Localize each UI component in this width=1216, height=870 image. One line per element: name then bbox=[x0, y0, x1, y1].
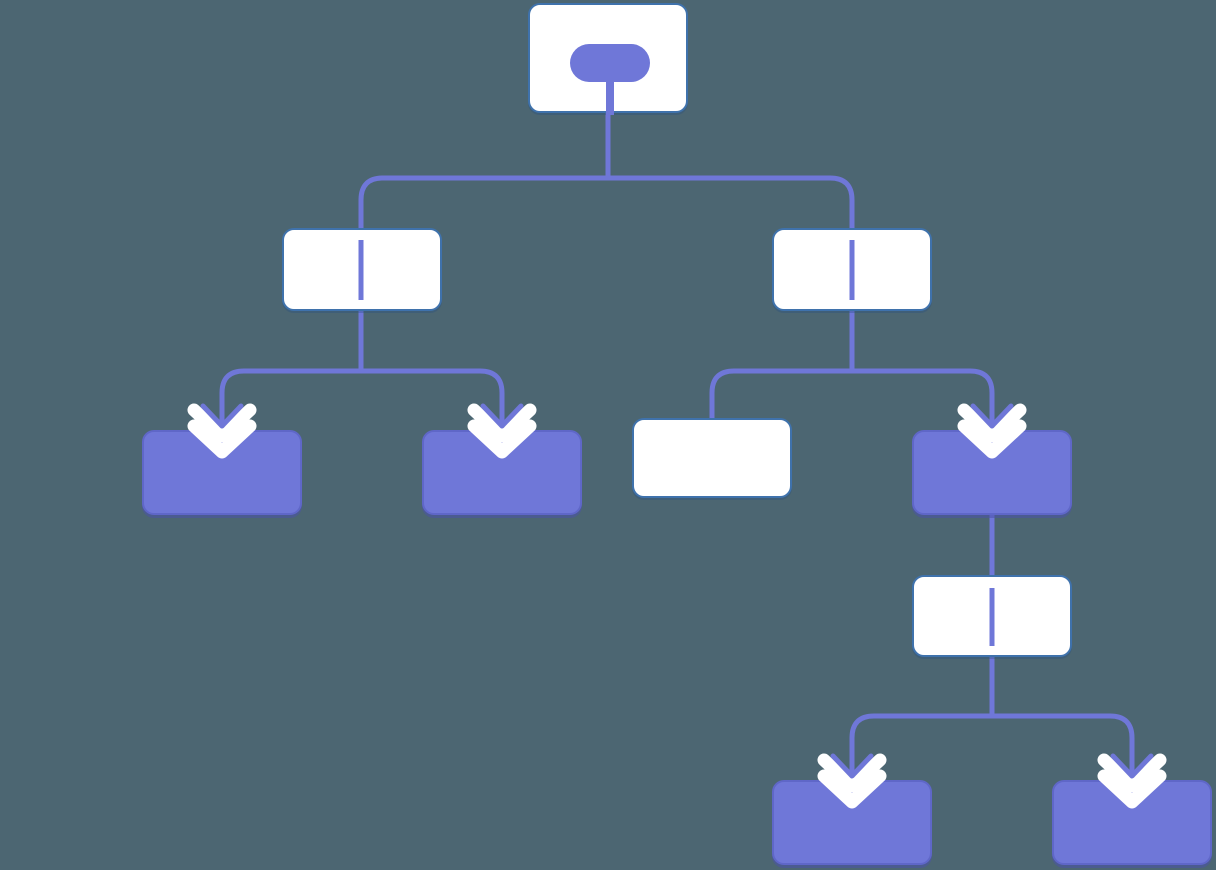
level3-node-a[interactable] bbox=[142, 430, 302, 515]
root-pill-badge[interactable] bbox=[570, 44, 650, 82]
edge-arrowhead-icon bbox=[480, 403, 524, 429]
edge-level2-right-to-node-c bbox=[709, 311, 855, 418]
edge-arrowhead-icon bbox=[830, 753, 874, 779]
edge-level2-left-to-node-a bbox=[219, 311, 364, 432]
level4-node[interactable] bbox=[912, 575, 1072, 657]
level2-right-node[interactable] bbox=[772, 228, 932, 311]
edge-arrowhead-icon bbox=[1110, 753, 1154, 779]
edge-level4-to-node-b bbox=[989, 657, 1135, 782]
edge-level2-right-to-node-d bbox=[849, 311, 995, 432]
level2-left-node[interactable] bbox=[282, 228, 442, 311]
level3-node-d[interactable] bbox=[912, 430, 1072, 515]
root-node[interactable] bbox=[528, 3, 688, 115]
edge-level4-to-node-a bbox=[849, 657, 995, 782]
edge-root-to-level2-left bbox=[358, 113, 611, 228]
level5-node-b[interactable] bbox=[1052, 780, 1212, 865]
edge-level2-left-to-node-b bbox=[358, 311, 505, 432]
edge-root-to-level2-right bbox=[605, 113, 855, 228]
level3-node-c[interactable] bbox=[632, 418, 792, 498]
edge-arrowhead-icon bbox=[970, 403, 1014, 429]
level3-node-b[interactable] bbox=[422, 430, 582, 515]
level5-node-a[interactable] bbox=[772, 780, 932, 865]
edge-arrowhead-icon bbox=[200, 403, 244, 429]
root-stem-connector bbox=[606, 82, 614, 115]
